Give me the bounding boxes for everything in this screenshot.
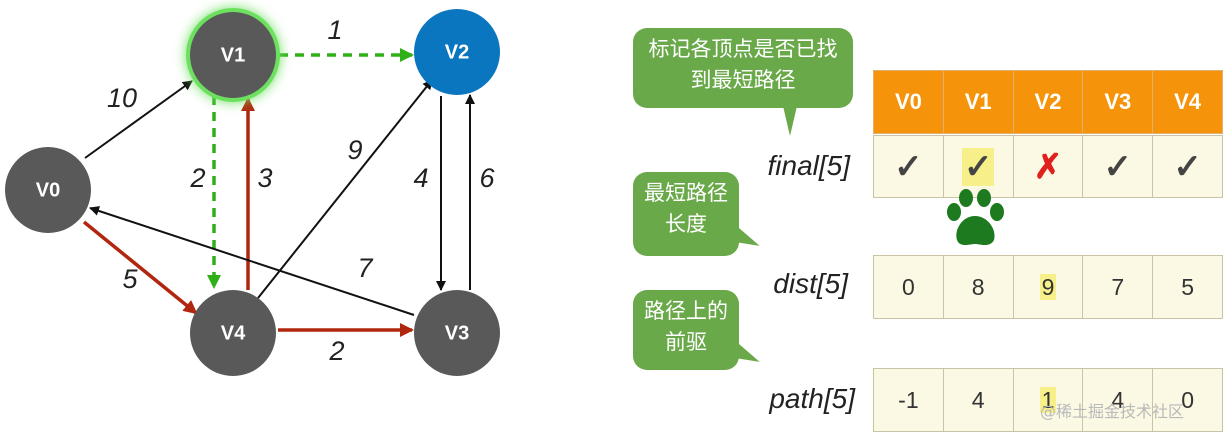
path-v3: 4 <box>1082 368 1154 432</box>
path-label: path[5] <box>769 383 855 414</box>
dist-row: 0 8 9 7 5 <box>873 255 1223 319</box>
path-v4: 0 <box>1152 368 1223 432</box>
vertex-header-row: V0 V1 V2 V3 V4 <box>873 70 1223 134</box>
edge-v0-v4 <box>82 220 198 315</box>
path-v2: 1 <box>1039 386 1057 413</box>
final-row: ✓ ✓ ✗ ✓ ✓ <box>873 135 1223 198</box>
edge-weight-v0-v4: 5 <box>122 264 138 294</box>
node-label-v3: V3 <box>445 322 469 344</box>
header-v2: V2 <box>1012 70 1084 134</box>
node-v0 <box>5 147 91 233</box>
node-label-v2: V2 <box>445 41 469 63</box>
edge-v4-v2 <box>257 79 433 299</box>
final-v1-check-icon: ✓ <box>961 147 995 186</box>
final-label: final[5] <box>767 150 851 181</box>
dist-v0: 0 <box>873 255 944 319</box>
dist-v2: 9 <box>1039 273 1057 300</box>
edge-weight-v3-v2: 6 <box>479 163 495 193</box>
edge-v0-v1 <box>84 80 193 159</box>
final-v4-check-icon: ✓ <box>1173 147 1202 186</box>
header-v1: V1 <box>942 70 1014 134</box>
header-v3: V3 <box>1082 70 1154 134</box>
node-label-v0: V0 <box>36 179 60 201</box>
final-callout: 标记各顶点是否已找到最短路径 <box>633 28 853 136</box>
node-v3 <box>414 290 500 376</box>
node-label-v1: V1 <box>221 44 245 66</box>
final-callout-text: 标记各顶点是否已找到最短路径 <box>648 37 838 92</box>
final-v0-check-icon: ✓ <box>894 147 923 186</box>
dist-v3: 7 <box>1082 255 1154 319</box>
paw-icon <box>947 189 1004 245</box>
dist-label: dist[5] <box>773 268 848 299</box>
header-v0: V0 <box>873 70 944 134</box>
path-row: -1 4 1 4 0 <box>873 368 1223 432</box>
dist-v4: 5 <box>1152 255 1223 319</box>
node-v2 <box>414 9 500 95</box>
dist-callout-text: 最短路径长度 <box>644 181 728 236</box>
edge-v3-v0 <box>89 206 415 316</box>
edge-weight-v4-v1: 3 <box>257 163 272 193</box>
edge-weight-v1-v4: 2 <box>189 163 205 193</box>
edge-weight-v2-v3: 4 <box>413 163 428 193</box>
path-v1: 4 <box>942 368 1014 432</box>
edge-weight-v0-v1: 10 <box>107 83 137 113</box>
path-callout: 路径上的前驱 <box>633 290 764 370</box>
path-callout-text: 路径上的前驱 <box>644 299 728 354</box>
final-v3-check-icon: ✓ <box>1103 147 1133 186</box>
node-v1 <box>190 12 276 98</box>
edge-weight-v4-v2: 9 <box>347 135 362 165</box>
final-v2-cross-icon: ✗ <box>1033 147 1063 186</box>
node-label-v4: V4 <box>221 322 246 344</box>
dist-v1: 8 <box>942 255 1014 319</box>
dist-callout: 最短路径长度 <box>633 172 764 256</box>
edge-weight-v1-v2: 1 <box>327 15 342 45</box>
header-v4: V4 <box>1152 70 1223 134</box>
watermark: @稀土掘金技术社区 <box>1040 402 1185 421</box>
edge-weight-v3-v0: 7 <box>357 253 373 283</box>
node-v4 <box>190 290 276 376</box>
path-v0: -1 <box>873 368 944 432</box>
edge-weight-v4-v3: 2 <box>328 336 344 366</box>
